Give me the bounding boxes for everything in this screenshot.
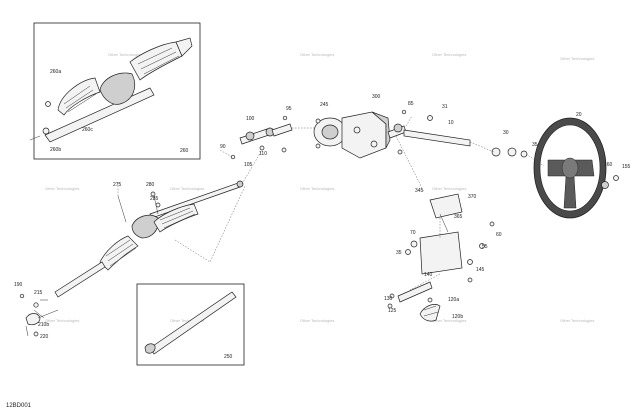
part-label-260a: 260a [50,69,61,75]
part-label-140: 140 [424,272,433,278]
intermediate-shaft [230,115,293,160]
part-label-210b: 210b [38,322,49,328]
part-label-30: 30 [503,130,509,136]
part-label-70: 70 [410,230,416,236]
inset-box-260: 260a 260b 260c 260 [29,22,201,160]
watermark: Other Technologies [45,318,79,323]
part-label-280: 280 [146,182,155,188]
steering-column [403,115,528,158]
part-label-260b: 260b [50,147,61,153]
part-label-85: 85 [408,101,414,107]
part-label-215: 215 [34,290,43,296]
inset-label-250: 250 [224,354,233,360]
watermark-group: Other Technologies Other Technologies Ot… [45,52,594,323]
part-label-145: 145 [476,267,485,273]
watermark: Other Technologies [432,52,466,57]
watermark: Other Technologies [45,186,79,191]
part-label-20: 20 [576,112,582,118]
watermark: Other Technologies [432,186,466,191]
watermark: Other Technologies [560,56,594,61]
steering-rack-assembly [54,180,244,298]
part-label-35b: 35 [396,250,402,256]
part-label-105: 105 [244,162,253,168]
watermark: Other Technologies [108,52,142,57]
part-label-260c: 260c [82,127,93,133]
part-label-60: 60 [496,232,502,238]
part-label-31: 31 [442,104,448,110]
part-label-90: 90 [220,144,226,150]
watermark: Other Technologies [170,186,204,191]
watermark: Other Technologies [170,318,204,323]
part-label-120b: 120b [452,314,463,320]
part-label-110: 110 [259,151,267,157]
steering-wheel [533,117,619,219]
part-label-10: 10 [448,120,454,126]
part-labels: 90 100 105 110 95 245 300 85 10 31 30 35… [14,94,631,340]
watermark: Other Technologies [560,318,594,323]
part-label-100: 100 [246,116,255,122]
part-label-55: 55 [482,244,488,250]
part-label-220: 220 [40,334,49,340]
part-label-120a: 120a [448,297,459,303]
part-label-345: 345 [415,188,424,194]
watermark: Other Technologies [300,318,334,323]
part-label-285: 285 [150,196,159,202]
leader-lines [33,115,545,319]
part-label-190: 190 [14,282,23,288]
inset-box-250: 250 [136,283,245,366]
part-label-365: 365 [454,214,463,220]
inset-label-260: 260 [180,148,189,154]
part-label-130: 130 [384,296,393,302]
part-label-125: 125 [388,308,397,314]
watermark: Other Technologies [300,52,334,57]
part-label-300: 300 [372,94,381,100]
part-label-245: 245 [320,102,329,108]
part-label-370: 370 [468,194,477,200]
column-mount-bracket [387,193,495,322]
part-label-35: 35 [532,142,538,148]
part-label-160: 160 [604,162,613,168]
watermark: Other Technologies [300,186,334,191]
power-steering-unit [313,109,407,159]
watermark: Other Technologies [432,318,466,323]
part-label-155: 155 [622,164,631,170]
diagram-code: 12BD001 [6,403,32,409]
tie-rod-end-left [19,293,59,337]
part-label-95: 95 [286,106,292,112]
part-label-275: 275 [113,182,122,188]
